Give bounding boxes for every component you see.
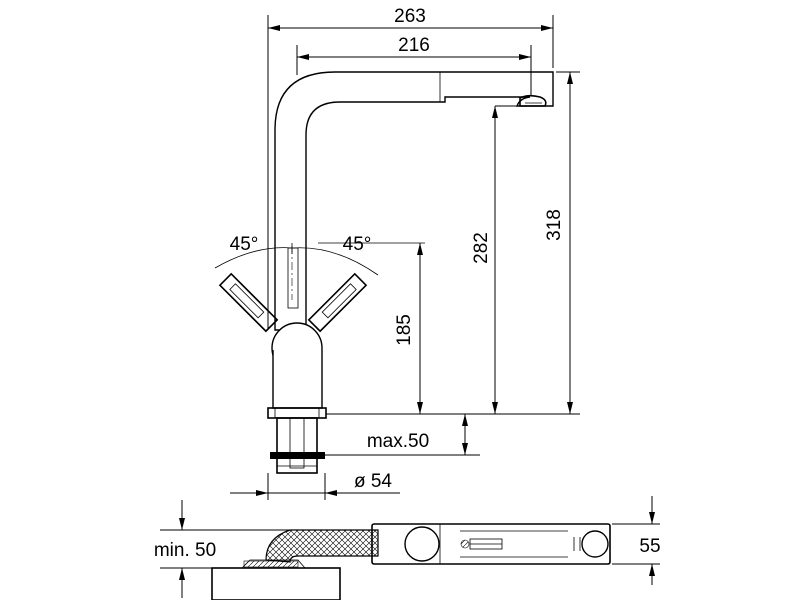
dim-overall-height: 318 [544, 209, 565, 241]
braided-hose [265, 529, 379, 563]
dimension-318: 318 [544, 71, 580, 414]
threaded-shank [276, 417, 318, 474]
dim-handle-height: 185 [394, 314, 415, 346]
dimension-263: 263 [267, 6, 554, 330]
faucet-top-view [211, 523, 611, 600]
lever-left [218, 272, 279, 333]
dim-overall-width: 263 [394, 6, 426, 27]
dim-min-clearance: min. 50 [154, 540, 216, 561]
dimension-282: 282 [471, 105, 520, 414]
top-view-spray-head [581, 530, 609, 558]
spout-body [274, 71, 554, 331]
dim-top-depth: 55 [639, 536, 660, 557]
angle-label-right: 45° [343, 234, 372, 255]
dimension-185: 185 [394, 243, 423, 414]
spray-head [519, 94, 547, 107]
dimension-max50: max.50 [320, 414, 480, 456]
faucet-base [272, 350, 323, 409]
angle-arc-right [291, 247, 379, 276]
top-view-mixer [404, 526, 440, 562]
sink-deck [211, 567, 341, 600]
dimension-55: 55 [612, 496, 661, 585]
dim-hole-diameter: ø 54 [354, 471, 392, 492]
dim-spout-height: 282 [471, 232, 492, 264]
mounting-nut [270, 452, 325, 459]
dimension-216: 216 [296, 35, 532, 95]
dim-max-deck: max.50 [367, 431, 429, 452]
angle-arc-left [214, 247, 293, 269]
dimension-diameter: ø 54 [230, 471, 400, 500]
angle-label-left: 45° [230, 234, 259, 255]
base-flange [267, 407, 327, 419]
dimension-min50: min. 50 [154, 500, 300, 598]
dim-spout-reach: 216 [398, 35, 430, 56]
faucet-side-view [214, 71, 554, 474]
lever-right [307, 272, 368, 333]
top-view-body [371, 523, 611, 565]
